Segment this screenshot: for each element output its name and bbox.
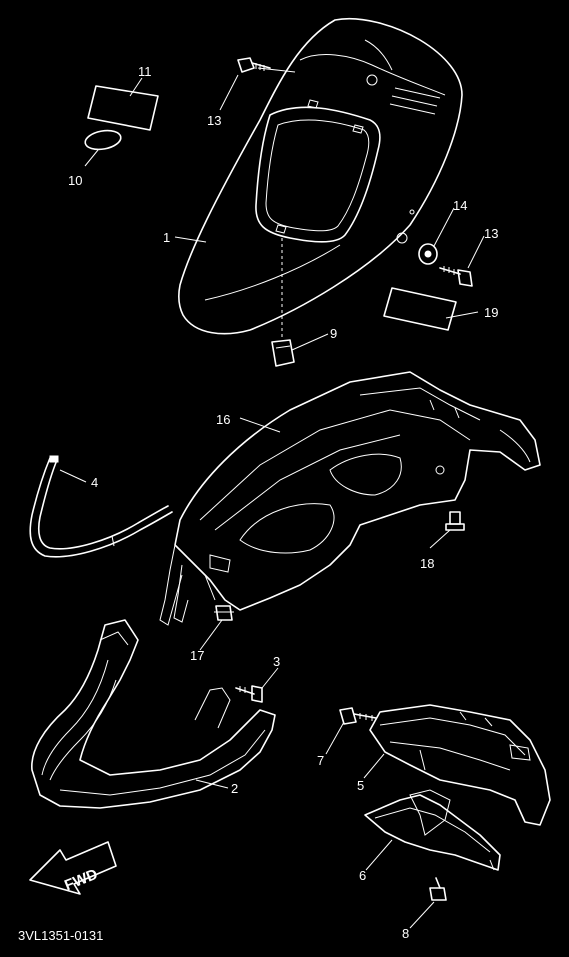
callout-9: 9 xyxy=(330,326,337,341)
callout-18: 18 xyxy=(420,556,434,571)
callout-3: 3 xyxy=(273,654,280,669)
fwd-label: FWD xyxy=(62,866,100,895)
diagram-code: 3VL1351-0131 xyxy=(18,928,103,943)
callout-4: 4 xyxy=(91,475,98,490)
callout-19: 19 xyxy=(484,305,498,320)
callout-10: 10 xyxy=(68,173,82,188)
part-2-grab-bar xyxy=(31,619,276,809)
callouts: 11 10 13 1 14 13 19 9 16 4 18 17 3 2 7 5… xyxy=(68,64,498,941)
callout-6: 6 xyxy=(359,868,366,883)
leader-lines xyxy=(59,67,485,929)
part-18-bolt xyxy=(445,511,465,531)
callout-13-top: 13 xyxy=(207,113,221,128)
part-13-bolt-right xyxy=(439,266,473,287)
part-11-decal xyxy=(87,85,159,131)
part-10-emblem xyxy=(84,129,122,151)
part-1-rear-cowl xyxy=(177,17,463,335)
callout-5: 5 xyxy=(357,778,364,793)
callout-11: 11 xyxy=(138,64,152,79)
part-6-plate-bracket xyxy=(364,789,501,871)
callout-2: 2 xyxy=(231,781,238,796)
callout-7: 7 xyxy=(317,753,324,768)
fwd-arrow: FWD xyxy=(29,841,117,895)
callout-14: 14 xyxy=(453,198,467,213)
part-14-washer xyxy=(418,243,438,265)
part-17-nut xyxy=(214,605,234,621)
part-4-strap xyxy=(29,455,173,558)
callout-13-right: 13 xyxy=(484,226,498,241)
part-5-bracket xyxy=(369,704,551,826)
callout-8: 8 xyxy=(402,926,409,941)
part-7-bolt xyxy=(339,707,377,725)
callout-1: 1 xyxy=(163,230,170,245)
part-9-nut xyxy=(271,339,295,367)
part-3-bolt xyxy=(235,685,263,703)
part-19-label xyxy=(383,287,457,331)
part-8-screw xyxy=(429,877,447,901)
part-16-rear-fender xyxy=(159,371,541,626)
callout-17: 17 xyxy=(190,648,204,663)
part-13-bolt-top xyxy=(237,57,271,73)
callout-16: 16 xyxy=(216,412,230,427)
